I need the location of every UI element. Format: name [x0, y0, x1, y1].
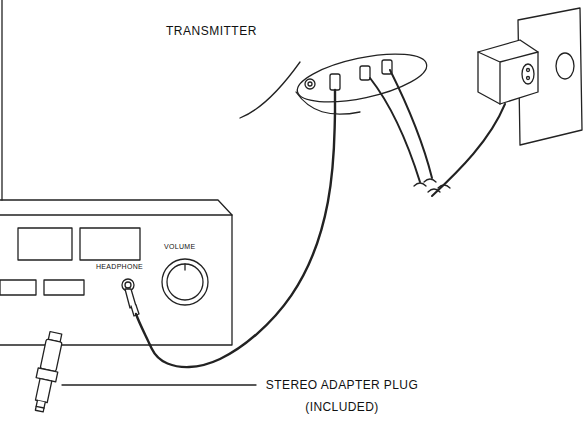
stereo-receiver	[0, 200, 232, 345]
control-label: VOLUME	[164, 243, 195, 250]
receiver-node: VOLUME HEADPHONE	[0, 215, 232, 345]
audio-cable	[150, 113, 335, 367]
frame-line	[1, 0, 2, 200]
headphone-plug	[125, 289, 150, 345]
part-label: STEREO ADAPTER PLUG (INCLUDED)	[262, 374, 422, 418]
adapter-plug	[29, 331, 65, 413]
transmitter-body	[240, 45, 431, 118]
ac-adapter	[478, 8, 582, 145]
leader-line	[62, 384, 256, 385]
part-label: TRANSMITTER	[166, 24, 257, 38]
transmitter-node: TRANSMITTER	[160, 18, 430, 113]
jack-label: HEADPHONE	[96, 263, 143, 270]
